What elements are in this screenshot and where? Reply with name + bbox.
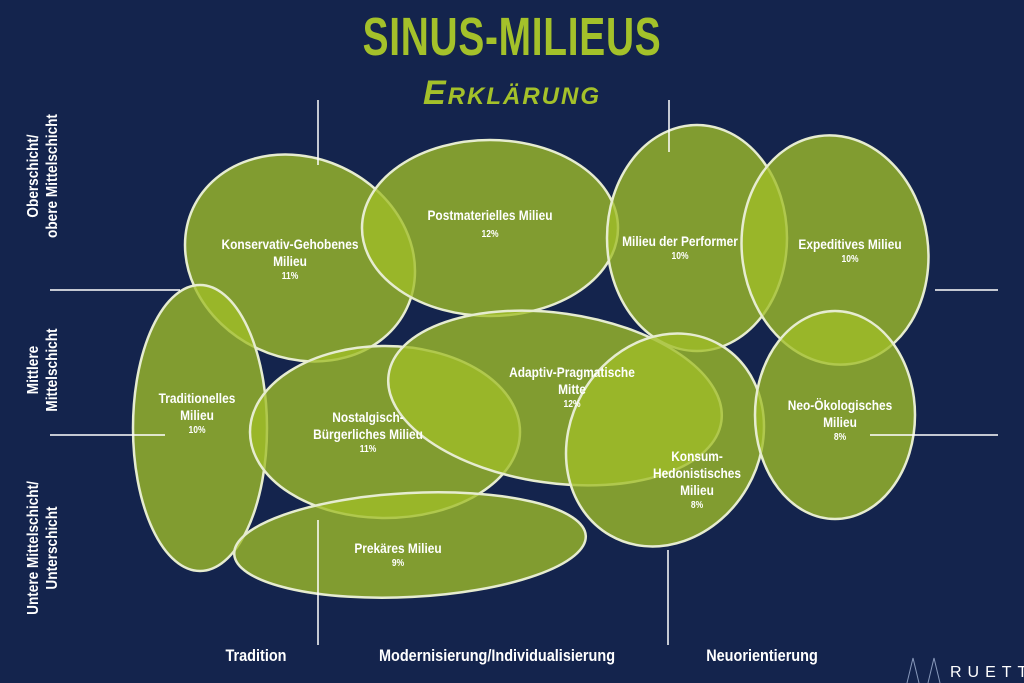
grid-lines [50, 100, 998, 645]
brand-logo: RUETT [950, 664, 1024, 681]
blob-konservativ [183, 153, 417, 363]
y-axis-label-upper: Oberschicht/obere Mittelschicht [25, 114, 61, 238]
x-axis-label-tradition: Tradition [225, 646, 287, 665]
blob-konsum [564, 332, 766, 548]
x-axis-label-modernisierung: Modernisierung/Individualisierung [378, 646, 616, 665]
page-subtitle: Erklärung [423, 74, 601, 112]
y-axis-label-lower: Untere Mittelschicht/Unterschicht [25, 481, 61, 615]
x-axis-label-neuorientierung: Neuorientierung [706, 646, 818, 665]
blob-prekaer [232, 491, 588, 599]
blob-neo [753, 309, 917, 521]
page-title: SINUS-MILIEUS [362, 7, 662, 67]
